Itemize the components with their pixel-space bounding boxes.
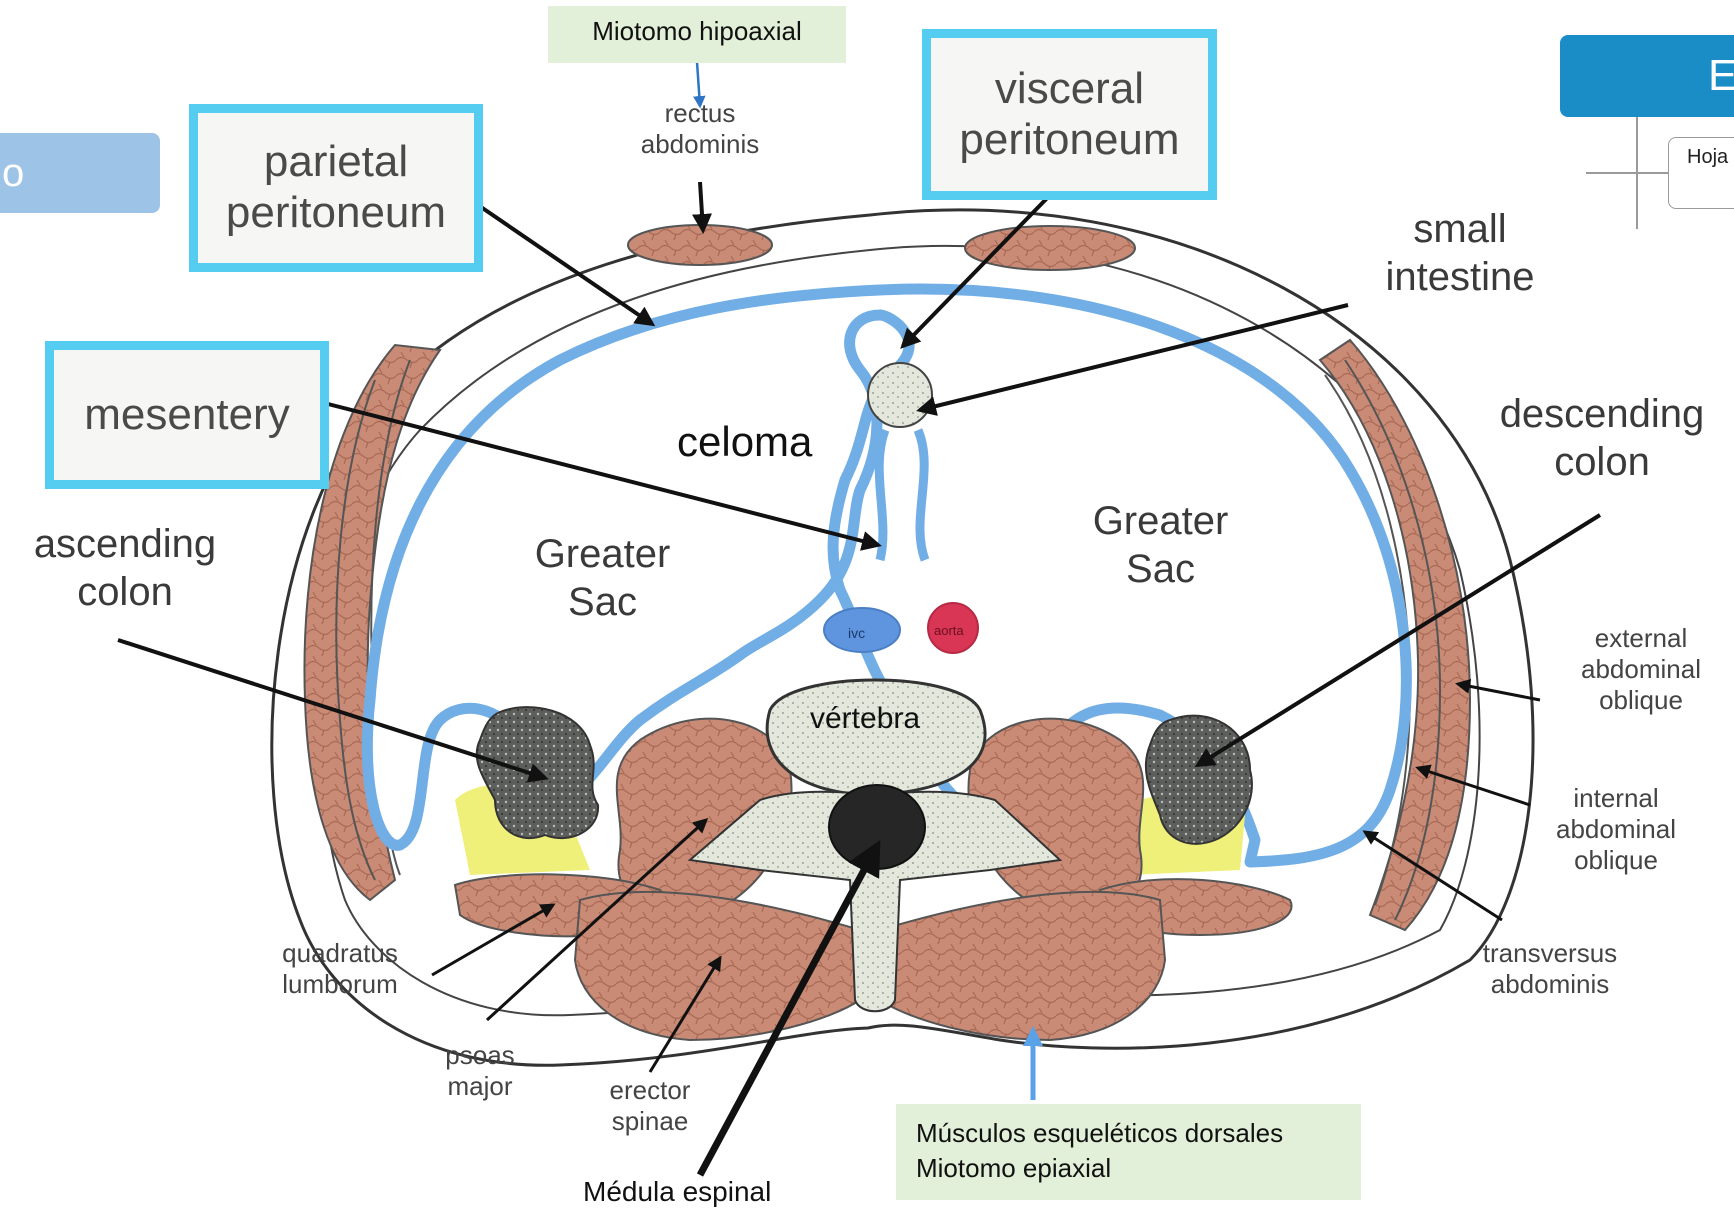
psoas-line1: psoas	[420, 1040, 540, 1071]
slide-tab-left: o	[0, 133, 160, 213]
slide-card-right: Hoja	[1668, 137, 1734, 209]
erector-spinae-label: erector spinae	[580, 1075, 720, 1137]
parietal-peritoneum-box: parietal peritoneum	[189, 104, 483, 272]
mesentery-label: mesentery	[84, 390, 289, 441]
miotomo-hipoaxial-text: Miotomo hipoaxial	[592, 16, 802, 46]
parietal-peritoneum-line1: parietal	[264, 137, 408, 188]
greater-sac-right-line2: Sac	[1068, 545, 1253, 593]
quadratus-line2: lumborum	[255, 969, 425, 1000]
psoas-major-label: psoas major	[420, 1040, 540, 1102]
external-oblique-label: external abdominal oblique	[1548, 623, 1734, 717]
dorsal-muscles-line2: Miotomo epiaxial	[916, 1151, 1341, 1186]
descending-colon-line1: descending	[1470, 390, 1734, 438]
transversus-line2: abdominis	[1450, 969, 1650, 1000]
ascending-colon-label: ascending colon	[5, 520, 245, 616]
small-intestine-label: small intestine	[1355, 205, 1565, 301]
transversus-line1: transversus	[1450, 938, 1650, 969]
medula-espinal-label: Médula espinal	[583, 1176, 771, 1208]
slide-connector-branch	[1586, 172, 1668, 174]
small-intestine	[868, 363, 932, 427]
erector-line1: erector	[580, 1075, 720, 1106]
aorta-label: aorta	[934, 623, 964, 638]
rectus-line2: abdominis	[614, 129, 786, 160]
descending-colon-line2: colon	[1470, 438, 1734, 486]
vertebra-label: vértebra	[810, 702, 920, 736]
ascending-colon-line2: colon	[5, 568, 245, 616]
rectus-abdominis-left	[628, 225, 772, 265]
miotomo-hipoaxial-note: Miotomo hipoaxial	[548, 6, 846, 63]
slide-header-right: E	[1560, 35, 1734, 117]
dorsal-muscles-note: Músculos esqueléticos dorsales Miotomo e…	[896, 1104, 1361, 1200]
erector-line2: spinae	[580, 1106, 720, 1137]
quadratus-lumborum-label: quadratus lumborum	[255, 938, 425, 1000]
spinal-cord	[829, 785, 925, 869]
dorsal-muscles-line1: Músculos esqueléticos dorsales	[916, 1116, 1341, 1151]
slide-card-right-text: Hoja	[1687, 146, 1728, 168]
visceral-peritoneum-box: visceral peritoneum	[922, 29, 1217, 200]
slide-header-right-text: E	[1708, 51, 1734, 101]
internal-oblique-line2: abdominal	[1521, 814, 1711, 845]
ascending-colon-line1: ascending	[5, 520, 245, 568]
ivc-label: ivc	[848, 625, 865, 641]
quadratus-line1: quadratus	[255, 938, 425, 969]
arrow-rectus	[700, 182, 703, 230]
internal-oblique-label: internal abdominal oblique	[1521, 783, 1711, 877]
psoas-line2: major	[420, 1071, 540, 1102]
external-oblique-line3: oblique	[1548, 685, 1734, 716]
mesentery-box: mesentery	[45, 341, 329, 489]
rectus-abdominis-right	[965, 226, 1135, 270]
greater-sac-right-line1: Greater	[1068, 497, 1253, 545]
external-oblique-line2: abdominal	[1548, 654, 1734, 685]
internal-oblique-line3: oblique	[1521, 845, 1711, 876]
rectus-abdominis-label: rectus abdominis	[614, 98, 786, 160]
descending-colon-label: descending colon	[1470, 390, 1734, 486]
transversus-abdominis-label: transversus abdominis	[1450, 938, 1650, 1000]
greater-sac-left-line2: Sac	[510, 578, 695, 626]
external-oblique-line1: external	[1548, 623, 1734, 654]
visceral-peritoneum-line1: visceral	[995, 64, 1144, 115]
small-intestine-line1: small	[1355, 205, 1565, 253]
slide-tab-left-text: o	[2, 151, 24, 196]
celoma-label: celoma	[677, 418, 812, 466]
greater-sac-left-label: Greater Sac	[510, 530, 695, 626]
vertebra-body	[767, 680, 985, 795]
greater-sac-right-label: Greater Sac	[1068, 497, 1253, 593]
greater-sac-left-line1: Greater	[510, 530, 695, 578]
visceral-peritoneum-line2: peritoneum	[959, 115, 1179, 166]
parietal-peritoneum-line2: peritoneum	[226, 188, 446, 239]
small-intestine-line2: intestine	[1355, 253, 1565, 301]
rectus-line1: rectus	[614, 98, 786, 129]
internal-oblique-line1: internal	[1521, 783, 1711, 814]
